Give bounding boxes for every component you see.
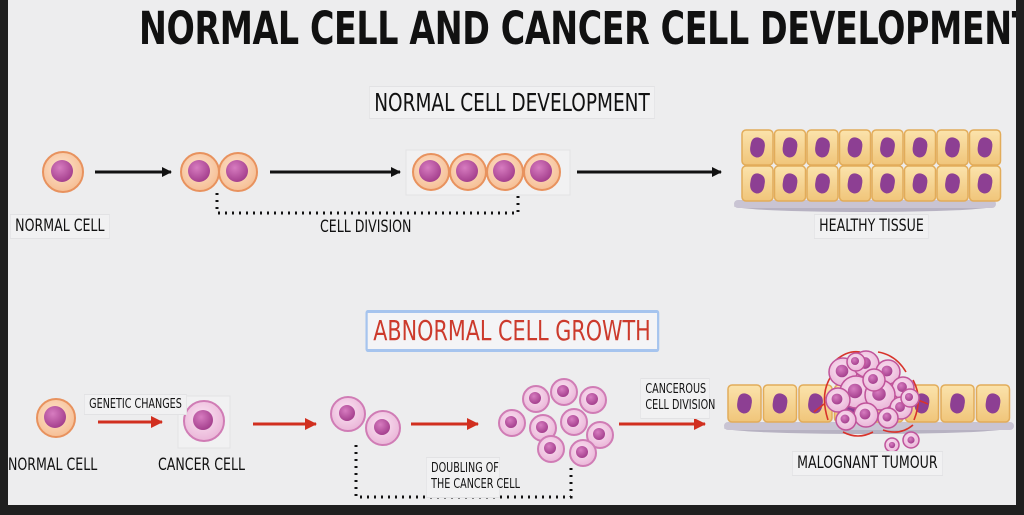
label-cancerous-line1: CANCEROUS bbox=[645, 382, 707, 397]
tissue-cell bbox=[940, 384, 975, 423]
tissue-cell bbox=[727, 384, 762, 423]
label-healthy-tissue: HEALTHY TISSUE bbox=[814, 214, 930, 239]
two-cells bbox=[180, 152, 258, 192]
label-normal-cell: NORMAL CELL bbox=[10, 214, 110, 239]
tissue-cell bbox=[903, 129, 937, 166]
tissue-cell bbox=[741, 129, 774, 166]
tissue-cell bbox=[936, 165, 969, 202]
tissue-cell bbox=[936, 129, 969, 166]
main-title: NORMAL CELL AND CANCER CELL DEVELOPMENT bbox=[139, 2, 1016, 55]
tissue-cell bbox=[968, 165, 1002, 202]
label-cell-division: CELL DIVISION bbox=[320, 217, 412, 237]
tissue-cell bbox=[975, 384, 1011, 423]
normal-heading-wrap: NORMAL CELL DEVELOPMENT bbox=[139, 86, 885, 119]
malignant-tumour-graphic bbox=[724, 350, 1014, 453]
label-doubling: DOUBLING OF THE CANCER CELL bbox=[426, 457, 520, 498]
cancer-cell bbox=[183, 400, 225, 442]
label-doubling-line2: THE CANCER CELL bbox=[431, 477, 520, 493]
label-malignant-tumour: MALOGNANT TUMOUR bbox=[792, 451, 943, 476]
label-cancerous-line2: CELL DIVISION bbox=[645, 398, 716, 414]
cancer-cell-cluster bbox=[498, 378, 614, 467]
label-genetic-changes: GENETIC CHANGES bbox=[84, 394, 188, 415]
diagram-frame: NORMAL CELL AND CANCER CELL DEVELOPMENT … bbox=[8, 0, 1016, 505]
tissue-cell bbox=[806, 129, 839, 166]
abnormal-heading-wrap: ABNORMAL CELL GROWTH bbox=[139, 310, 885, 352]
normal-section-heading: NORMAL CELL DEVELOPMENT bbox=[369, 86, 655, 119]
healthy-tissue-graphic bbox=[734, 129, 1002, 212]
label-doubling-line1: DOUBLING OF bbox=[431, 461, 499, 476]
four-cells bbox=[412, 153, 561, 191]
tissue-cell bbox=[762, 384, 798, 423]
label-cancer-cell: CANCER CELL bbox=[158, 455, 246, 475]
abnormal-section-heading: ABNORMAL CELL GROWTH bbox=[365, 310, 659, 352]
normal-cell-single-abnormal-row bbox=[36, 398, 76, 438]
tissue-cell bbox=[806, 165, 839, 202]
label-normal-cell-abnormal-row: NORMAL CELL bbox=[8, 455, 98, 475]
tissue-cell bbox=[968, 129, 1002, 166]
tissue-cell bbox=[871, 129, 904, 166]
doubling-bracket bbox=[354, 445, 573, 499]
tissue-cell bbox=[773, 165, 807, 202]
two-cancer-cells bbox=[330, 396, 401, 446]
cell-division-bracket bbox=[215, 193, 520, 215]
tissue-cell bbox=[838, 165, 872, 202]
normal-cell-single bbox=[42, 151, 84, 193]
label-cancerous-division: CANCEROUS CELL DIVISION bbox=[640, 378, 716, 419]
tissue-cell bbox=[773, 129, 807, 166]
tissue-cell bbox=[871, 165, 904, 202]
tumour-mass bbox=[813, 350, 929, 453]
tissue-cell bbox=[741, 165, 774, 202]
cell-development-diagram bbox=[36, 129, 1014, 499]
tissue-cell bbox=[903, 165, 937, 202]
tissue-cell bbox=[838, 129, 872, 166]
